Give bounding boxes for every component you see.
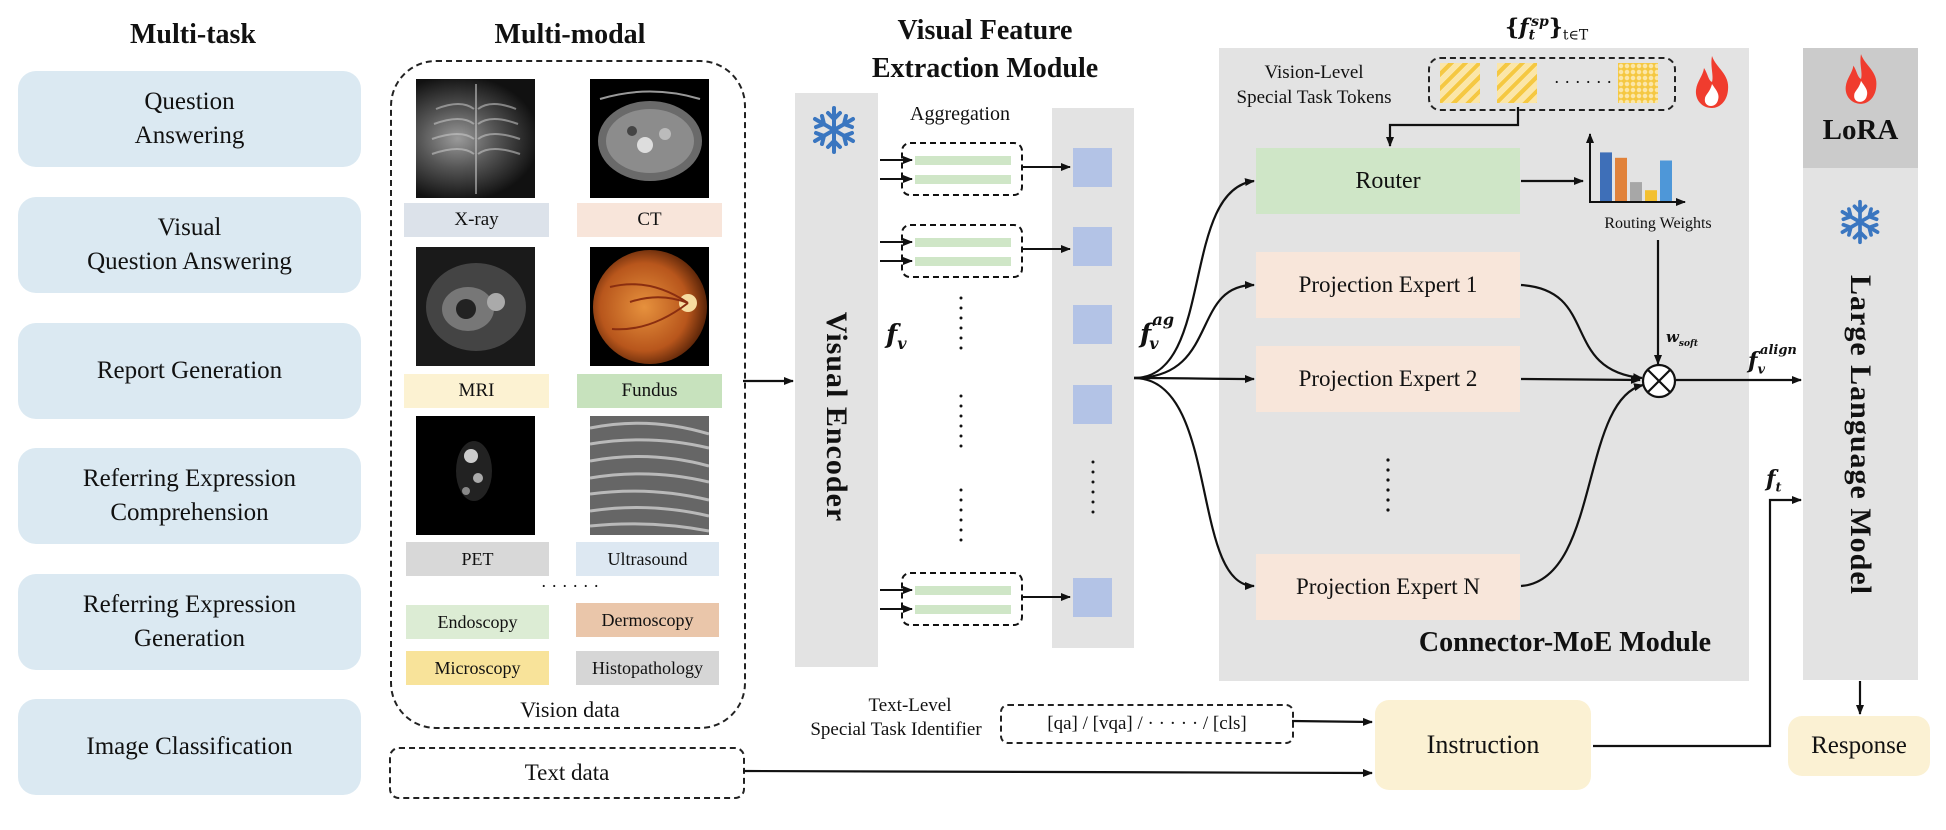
- f-v-label: fv: [886, 320, 907, 354]
- w-soft-label: wsoft: [1666, 328, 1699, 349]
- special-task-tokens-box: [1428, 57, 1676, 111]
- ct-label: CT: [577, 203, 722, 237]
- instruction-box: Instruction: [1375, 700, 1591, 790]
- task-report-generation: Report Generation: [18, 323, 361, 419]
- projection-expert-1: Projection Expert 1: [1256, 252, 1520, 318]
- connector-flame-icon: [1690, 54, 1734, 110]
- f-v-ag-label: fvag: [1140, 310, 1175, 353]
- ct-image: [590, 79, 709, 198]
- identifier-box: [qa] / [vqa] / · · · · · / [cls]: [1000, 704, 1294, 744]
- lora-flame-icon: [1840, 52, 1882, 106]
- vision-data-box: [390, 60, 746, 729]
- f-t-label: ft: [1766, 466, 1782, 496]
- aggregation-group: [880, 572, 1071, 626]
- router-block: Router: [1256, 148, 1520, 214]
- fundus-image: [590, 247, 709, 366]
- routing-weight-bar: [1660, 160, 1672, 201]
- multi-task-heading: Multi-task: [130, 19, 256, 50]
- connector-moe-title: Connector-MoE Module: [1418, 627, 1712, 658]
- multi-modal-heading: Multi-modal: [494, 19, 646, 50]
- feature-block: [1073, 578, 1112, 617]
- aggregation-group: [880, 142, 1071, 196]
- fundus-label: Fundus: [577, 374, 722, 408]
- routing-weight-bar: [1645, 190, 1657, 201]
- text-data-box: Text data: [389, 747, 745, 799]
- aggregation-groups: [880, 142, 1071, 626]
- routing-weight-bar: [1600, 152, 1612, 201]
- text-level-line1: Text-Level: [868, 695, 952, 716]
- feature-block: [1073, 227, 1112, 266]
- feature-column-panel: [1052, 108, 1134, 648]
- xray-image: [416, 79, 535, 198]
- visual-encoder-panel: [795, 93, 878, 667]
- vision-level-line1: Vision-Level: [1264, 62, 1364, 83]
- token-n: [1618, 63, 1658, 103]
- visual-feature-heading-line2: Extraction Module: [871, 53, 1099, 84]
- endoscopy-label: Endoscopy: [406, 605, 549, 639]
- routing-weights-label: Routing Weights: [1604, 215, 1712, 232]
- f-v-align-label: fvalign: [1748, 342, 1797, 378]
- identifier-text: [qa] / [vqa] / · · · · · / [cls]: [1047, 713, 1247, 734]
- aggregation-label: Aggregation: [910, 103, 1010, 125]
- microscopy-label: Microscopy: [406, 651, 549, 685]
- routing-weight-bar: [1615, 157, 1627, 201]
- projection-expert-2: Projection Expert 2: [1256, 346, 1520, 412]
- vision-data-label: Vision data: [520, 697, 620, 722]
- llm-snowflake-icon: [1836, 198, 1884, 246]
- pet-image: [416, 416, 535, 535]
- task-question-answering: Question Answering: [18, 71, 361, 167]
- task-image-classification: Image Classification: [18, 699, 361, 795]
- aggregation-group: [880, 224, 1071, 278]
- mri-label: MRI: [404, 374, 549, 408]
- ultrasound-label: Ultrasound: [576, 542, 719, 576]
- mri-image: [416, 247, 535, 366]
- ultrasound-image: [590, 416, 709, 535]
- vision-level-line2: Special Task Tokens: [1236, 87, 1392, 108]
- routing-weight-bar: [1630, 182, 1642, 201]
- feature-block: [1073, 305, 1112, 344]
- lora-block: [1803, 48, 1918, 168]
- routing-weights-chart: [1586, 133, 1686, 206]
- lora-label: LoRA: [1822, 114, 1899, 146]
- text-level-line2: Special Task Identifier: [810, 719, 982, 740]
- feature-block: [1073, 148, 1112, 187]
- task-referring-expression-generation: Referring Expression Generation: [18, 574, 361, 670]
- dermoscopy-label: Dermoscopy: [576, 603, 719, 637]
- histopathology-label: Histopathology: [576, 651, 719, 685]
- token-1: [1440, 63, 1480, 103]
- feature-block: [1073, 385, 1112, 424]
- aggregation-ellipsis: [959, 296, 1095, 542]
- task-referring-expression-comprehension: Referring Expression Comprehension: [18, 448, 361, 544]
- token-set-label: {ftsp}t∈T: [1505, 14, 1589, 44]
- visual-feature-heading-line1: Visual Feature: [897, 15, 1073, 46]
- multiply-node: [1641, 363, 1677, 399]
- text-data-label: Text data: [524, 760, 610, 785]
- pet-label: PET: [406, 542, 549, 576]
- token-ellipsis: · · · · · ·: [1553, 72, 1613, 92]
- projection-expert-n: Projection Expert N: [1256, 554, 1520, 620]
- feature-blocks: [1073, 148, 1112, 617]
- encoder-snowflake-icon: [808, 104, 860, 156]
- expert-ellipsis: [1386, 458, 1390, 512]
- xray-label: X-ray: [404, 203, 549, 237]
- modality-ellipsis: · · · · · ·: [540, 576, 600, 596]
- task-visual-question-answering: Visual Question Answering: [18, 197, 361, 293]
- token-2: [1497, 63, 1537, 103]
- response-box: Response: [1788, 716, 1930, 776]
